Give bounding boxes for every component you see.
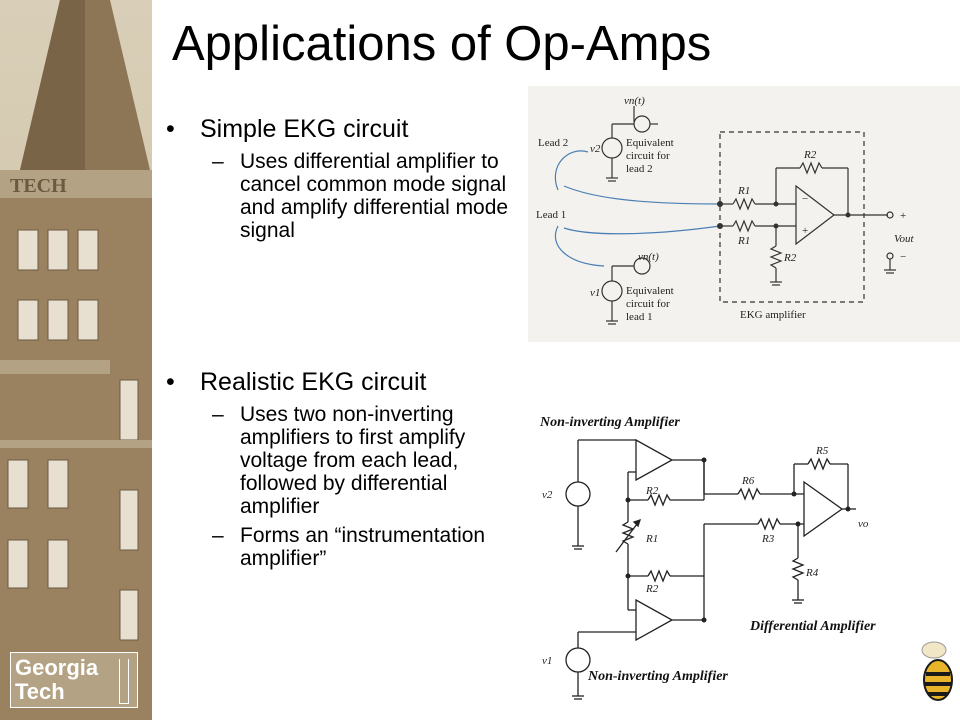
- vo-label: vo: [858, 518, 869, 530]
- bullet-simple-ekg: • Simple EKG circuit – Uses differential…: [166, 115, 526, 242]
- slide-title: Applications of Op-Amps: [172, 17, 712, 71]
- opamp-minus-label: −: [802, 193, 808, 205]
- logo-line1: Georgia: [15, 655, 99, 680]
- r5-label: R5: [815, 445, 829, 457]
- dash-icon: –: [212, 524, 224, 547]
- bullet-dot-icon: •: [166, 368, 175, 396]
- v2-label: v2: [590, 143, 601, 155]
- ekg-amplifier-label: EKG amplifier: [740, 309, 806, 321]
- vn-bottom-label: vn(t): [638, 251, 659, 263]
- vout-plus-label: +: [900, 210, 906, 222]
- r2b-label: R2: [783, 252, 797, 264]
- sub-bullet-text: Forms an “instrumentation amplifier”: [240, 524, 486, 570]
- r2-top-label: R2: [645, 485, 659, 497]
- opamp-plus-label: +: [802, 225, 808, 237]
- sub-bullet-text: Uses differential amplifier to cancel co…: [240, 150, 509, 242]
- r1a-label: R1: [737, 185, 750, 197]
- r4-label: R4: [805, 567, 819, 579]
- equiv-top-line2: circuit for: [626, 150, 670, 162]
- r3-label: R3: [761, 533, 775, 545]
- buzz-mascot-icon: [912, 640, 956, 704]
- vout-label: Vout: [894, 233, 915, 245]
- dash-icon: –: [212, 403, 224, 426]
- r1b-label: R1: [737, 235, 750, 247]
- bullet-dot-icon: •: [166, 115, 175, 143]
- header-bottom-noninverting: Non-inverting Amplifier: [587, 669, 728, 684]
- equiv-bottom-line3: lead 1: [626, 311, 653, 323]
- simple-ekg-circuit-diagram: − + Lead 2 Lead 1 vn(t) vn(t) v2 v1 Equi…: [528, 86, 960, 342]
- logo-tower-icon: [119, 659, 129, 704]
- r6-label: R6: [741, 475, 755, 487]
- vout-minus-label: −: [900, 251, 906, 263]
- equiv-bottom-line2: circuit for: [626, 298, 670, 310]
- header-top-noninverting: Non-inverting Amplifier: [539, 415, 680, 430]
- dash-icon: –: [212, 150, 224, 173]
- logo-line2: Tech: [15, 679, 65, 704]
- bullet-realistic-ekg: • Realistic EKG circuit – Uses two non-i…: [166, 368, 526, 570]
- lead1-label: Lead 1: [536, 209, 566, 221]
- v1-label: v1: [590, 287, 600, 299]
- instrumentation-amplifier-diagram: Non-inverting Amplifier Non-inverting Am…: [532, 404, 924, 708]
- equiv-bottom-line1: Equivalent: [626, 285, 674, 297]
- bullet-text: Realistic EKG circuit: [200, 368, 427, 396]
- svg-text:TECH: TECH: [10, 175, 67, 197]
- lead2-label: Lead 2: [538, 137, 568, 149]
- equiv-top-line1: Equivalent: [626, 137, 674, 149]
- r1-label: R1: [645, 533, 658, 545]
- v1-label: v1: [542, 655, 552, 667]
- r2a-label: R2: [803, 149, 817, 161]
- r2-bottom-label: R2: [645, 583, 659, 595]
- sub-bullet-text: Uses two non-inverting amplifiers to fir…: [240, 403, 466, 518]
- equiv-top-line3: lead 2: [626, 163, 653, 175]
- georgia-tech-logo: Georgia Tech: [10, 652, 138, 708]
- bullet-text: Simple EKG circuit: [200, 115, 409, 143]
- vn-top-label: vn(t): [624, 95, 645, 107]
- v2-label: v2: [542, 489, 553, 501]
- differential-amplifier-label: Differential Amplifier: [749, 619, 876, 634]
- sidebar-building-image: TECH Georgia Tech: [0, 0, 152, 720]
